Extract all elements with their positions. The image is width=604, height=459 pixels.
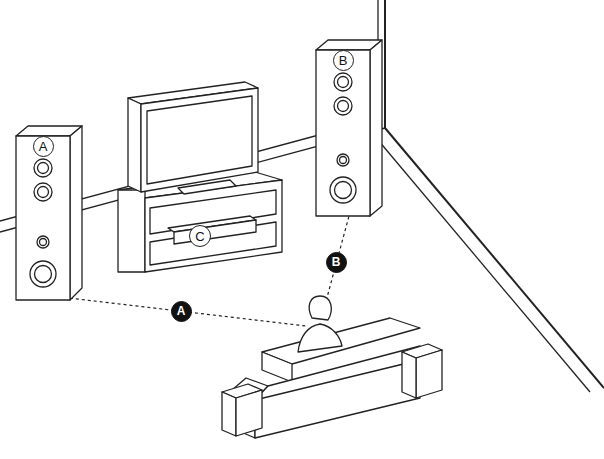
sofa [222,296,442,438]
speaker-letter: B [333,50,354,71]
distance-callout: A [171,301,192,322]
center-unit [168,216,256,244]
right-wall [378,0,604,392]
unit-letter: C [189,225,211,247]
distance-callout: B [326,252,347,273]
speaker-letter: A [33,136,54,157]
distance-line [52,205,352,326]
speaker-b [316,40,382,216]
television [128,82,258,194]
speaker-a [16,126,82,300]
